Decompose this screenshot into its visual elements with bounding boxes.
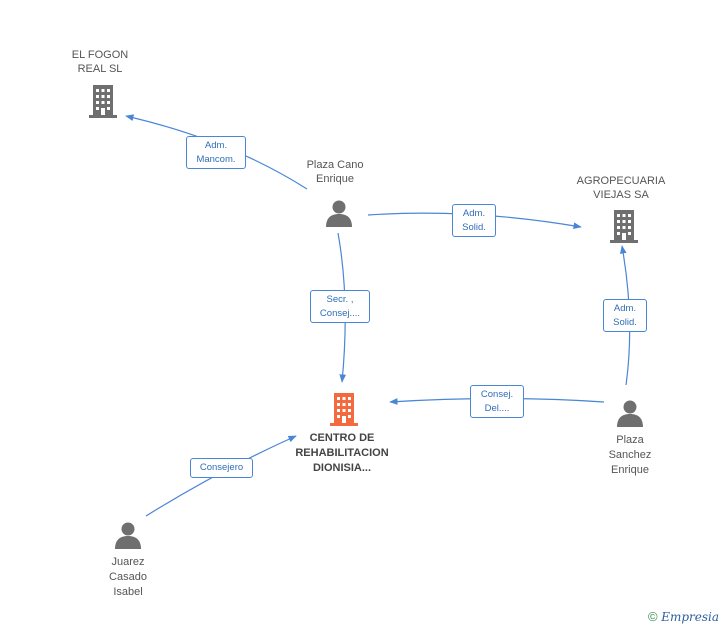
centro-label-line2: REHABILITACION (295, 447, 389, 459)
edge-badge-adm-solid-1-line2: Solid. (462, 222, 486, 233)
edge-badge-consej-del[interactable]: Consej. Del.... (470, 385, 524, 418)
building-icon[interactable] (608, 208, 640, 244)
edge-badge-secr-consej[interactable]: Secr. , Consej.... (310, 290, 370, 323)
edge-badge-adm-solid-2-line2: Solid. (613, 317, 637, 328)
plaza-cano-label-line1: Plaza Cano (306, 159, 364, 171)
edge-badge-adm-solid-1[interactable]: Adm. Solid. (452, 204, 496, 237)
edge-badge-adm-solid-2-line1: Adm. (613, 303, 637, 314)
plaza-sanchez-label-line3: Enrique (611, 464, 649, 476)
plaza-sanchez-label[interactable]: Plaza Sanchez Enrique (590, 433, 670, 478)
juarez-label-line1: Juarez (111, 556, 145, 568)
footer-brand[interactable]: © Empresia (648, 609, 719, 624)
edge-badge-consejero[interactable]: Consejero (190, 458, 253, 478)
person-icon[interactable] (324, 198, 354, 228)
plaza-cano-label-line2: Enrique (316, 173, 354, 185)
edge-badge-consejero-line1: Consejero (199, 462, 244, 473)
juarez-label[interactable]: Juarez Casado Isabel (88, 555, 168, 600)
building-icon[interactable] (87, 83, 119, 119)
agropecuaria-label-line1: AGROPECUARIA (576, 175, 666, 187)
plaza-cano-label[interactable]: Plaza Cano Enrique (285, 158, 385, 186)
main-building-icon[interactable] (328, 391, 360, 427)
plaza-sanchez-label-line2: Sanchez (608, 449, 652, 461)
edge-badge-secr-consej-line2: Consej.... (319, 308, 361, 319)
edge-badge-adm-solid-1-line1: Adm. (462, 208, 486, 219)
el-fogon-label[interactable]: EL FOGON REAL SL (50, 48, 150, 76)
plaza-sanchez-label-line1: Plaza (616, 434, 644, 446)
juarez-label-line2: Casado (109, 571, 147, 583)
centro-label[interactable]: CENTRO DE REHABILITACION DIONISIA... (282, 431, 402, 476)
el-fogon-label-line2: REAL SL (77, 63, 123, 75)
juarez-label-line3: Isabel (113, 586, 143, 598)
edge-badge-adm-mancom-line1: Adm. (204, 140, 228, 151)
centro-label-line1: CENTRO DE (309, 432, 375, 444)
person-icon[interactable] (615, 398, 645, 428)
edge-badge-adm-mancom-line2: Mancom. (196, 154, 236, 165)
el-fogon-label-line1: EL FOGON (71, 49, 129, 61)
edge-badge-adm-mancom[interactable]: Adm. Mancom. (186, 136, 246, 169)
edge-badge-adm-solid-2[interactable]: Adm. Solid. (603, 299, 647, 332)
centro-label-line3: DIONISIA... (312, 462, 372, 474)
copyright-icon: © (648, 609, 658, 624)
edge-badge-consej-del-line2: Del.... (484, 403, 510, 414)
edge-badge-secr-consej-line1: Secr. , (326, 294, 354, 305)
agropecuaria-label-line2: VIEJAS SA (593, 189, 649, 201)
brand-name: Empresia (661, 610, 720, 624)
agropecuaria-label[interactable]: AGROPECUARIA VIEJAS SA (565, 174, 677, 202)
person-icon[interactable] (113, 520, 143, 550)
edge-badge-consej-del-line1: Consej. (480, 389, 514, 400)
